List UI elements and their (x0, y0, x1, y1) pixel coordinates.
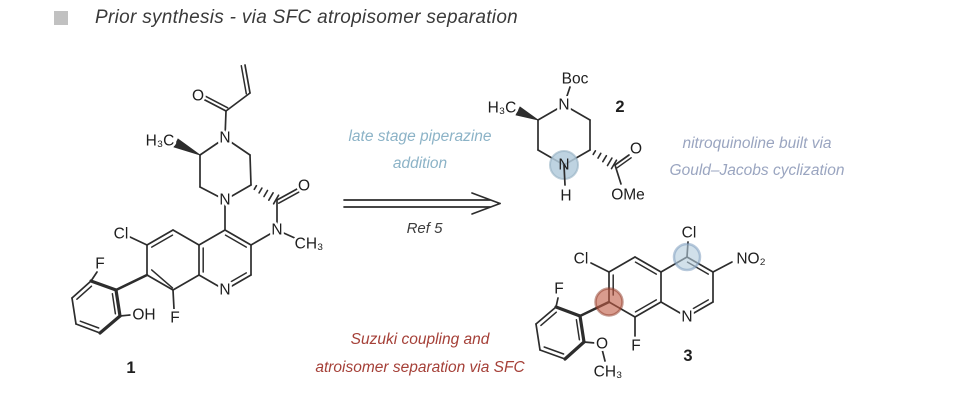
atom-label-n: N (558, 97, 569, 114)
annotation-piperazine-line1: late stage piperazine (348, 128, 492, 145)
atom-label-cl: Cl (574, 251, 589, 268)
compound-3-structure: Cl NO₂ Cl N F F O CH₃ 3 (535, 222, 768, 383)
atom-label-ome: OMe (611, 187, 645, 204)
atom-label-o: O (596, 336, 608, 353)
compound-3-number: 3 (683, 347, 692, 365)
stereo-hash-bond (592, 150, 618, 170)
atom-label-h3c: H₃C (488, 100, 517, 117)
compound-1-number: 1 (126, 359, 135, 377)
atom-label-oh: OH (132, 307, 155, 324)
atom-label-ch3: CH₃ (594, 364, 623, 381)
highlight-circle-biaryl-position (594, 287, 624, 317)
atom-label-n: N (219, 282, 230, 299)
compound-1-structure: O H₃C N N O N CH₃ Cl N F F OH 1 (71, 64, 326, 380)
slide-title: Prior synthesis - via SFC atropisomer se… (95, 7, 519, 28)
atom-label-o: O (630, 141, 642, 158)
annotation-suzuki-line1: Suzuki coupling and (350, 331, 490, 348)
atom-label-no2: NO₂ (736, 251, 765, 268)
annotation-piperazine-line2: addition (392, 155, 448, 172)
atom-label-n: N (681, 309, 692, 326)
atom-label-h: H (560, 188, 571, 205)
retro-arrow-icon (343, 192, 501, 215)
atom-label-h3c: H₃C (146, 133, 175, 150)
atom-label-f: F (95, 256, 104, 273)
atom-label-o: O (192, 88, 204, 105)
atom-label-cl: Cl (114, 226, 129, 243)
annotation-nitroquinoline-line2: Gould–Jacobs cyclization (669, 162, 845, 179)
atom-label-f: F (554, 281, 563, 298)
compound-2-number: 2 (615, 98, 624, 116)
title-bullet-icon (54, 11, 68, 25)
annotation-suzuki: Suzuki coupling and atroisomer separatio… (285, 326, 555, 382)
atom-label-ch3: CH₃ (295, 236, 324, 253)
compound-2-structure: Boc N H₃C N H O OMe 2 (485, 68, 647, 207)
highlight-circle-chloro-position (672, 242, 702, 272)
annotation-piperazine: late stage piperazine addition (325, 123, 515, 177)
annotation-suzuki-line2: atroisomer separation via SFC (315, 359, 525, 376)
atom-label-cl: Cl (682, 225, 697, 242)
atom-label-f: F (631, 338, 640, 355)
stereo-wedge-bond (515, 106, 539, 121)
stereo-hash-bond (253, 184, 280, 205)
ref-label: Ref 5 (406, 220, 443, 237)
stereo-wedge-bond (173, 138, 201, 156)
annotation-nitroquinoline-line1: nitroquinoline built via (682, 135, 832, 152)
atom-label-boc: Boc (562, 71, 589, 88)
atom-label-n: N (271, 222, 282, 239)
atom-label-n: N (558, 157, 569, 174)
atom-label-n: N (219, 130, 230, 147)
atom-label-f: F (170, 310, 179, 327)
annotation-nitroquinoline: nitroquinoline built via Gould–Jacobs cy… (648, 130, 866, 184)
atom-label-o: O (298, 178, 310, 195)
atom-label-n: N (219, 192, 230, 209)
